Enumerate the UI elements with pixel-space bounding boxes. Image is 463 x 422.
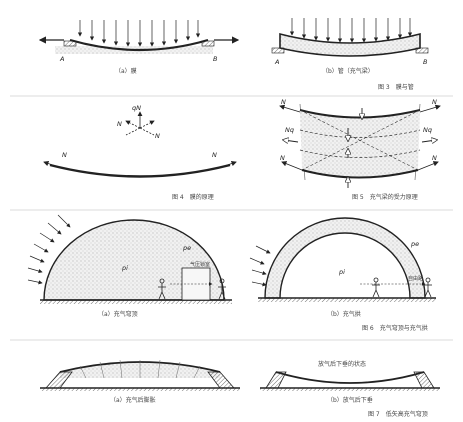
label-n-fig5-br: N xyxy=(432,154,437,162)
label-nq-right: Nq xyxy=(423,126,432,134)
caption-fig6-b: （b）充气拱 xyxy=(327,310,361,318)
fig3a-membrane-diagram xyxy=(38,20,240,54)
fig6a-air-dome xyxy=(27,214,232,304)
caption-fig7-title: 图 7 低矢高充气穹顶 xyxy=(368,410,428,418)
fig4-membrane-principle xyxy=(43,111,237,178)
fig7b-deflated-dome xyxy=(260,371,440,391)
label-qn: qN xyxy=(132,104,141,112)
label-a-tube: A xyxy=(274,58,279,66)
label-a-left: A xyxy=(59,55,64,63)
label-n-fig5-tl: N xyxy=(281,98,286,106)
fig7a-inflated-dome xyxy=(40,359,240,391)
label-b-tube: B xyxy=(423,58,428,66)
label-n-fig4-left-small: N xyxy=(117,120,122,128)
label-pe-dome: pe xyxy=(182,244,191,252)
label-freeway: 自由路 xyxy=(408,275,423,282)
label-nq-left: Nq xyxy=(285,126,294,134)
caption-fig6-a: （a）充气穹顶 xyxy=(98,310,138,318)
person-icon xyxy=(218,278,226,300)
label-pe-arch: pe xyxy=(410,240,419,248)
label-n-fig4-left: N xyxy=(62,151,67,159)
caption-fig3-b: （b）管（充气梁） xyxy=(322,67,374,75)
caption-fig7-a: （a）充气后膨胀 xyxy=(110,396,156,404)
label-n-fig4-right-small: N xyxy=(155,132,160,140)
label-pi-dome: pi xyxy=(121,264,128,272)
caption-fig4-title: 图 4 膜的原理 xyxy=(172,193,214,201)
caption-fig5-title: 图 5 充气梁的受力原理 xyxy=(352,193,418,201)
fig3b-tube-diagram xyxy=(271,18,429,57)
caption-fig6-title: 图 6 充气穹顶与充气拱 xyxy=(362,324,428,332)
label-airlock: 气压锁室 xyxy=(190,261,210,268)
fig6b-air-arch xyxy=(249,217,436,302)
person-icon xyxy=(424,277,432,298)
fig5-beam-force-diagram xyxy=(279,103,441,188)
person-icon xyxy=(372,277,380,298)
label-sag-state: 放气后下垂的状态 xyxy=(318,360,366,368)
label-n-fig5-tr: N xyxy=(432,98,437,106)
label-n-fig4-right: N xyxy=(212,151,217,159)
caption-fig3-title: 图 3 膜与管 xyxy=(378,83,414,91)
caption-fig7-b: （b）放气后下垂 xyxy=(327,396,373,404)
person-icon xyxy=(158,278,166,300)
caption-fig3-a: （a）膜 xyxy=(115,67,137,75)
label-b-right: B xyxy=(213,55,218,63)
label-n-fig5-bl: N xyxy=(280,154,285,162)
label-pi-arch: pi xyxy=(338,268,345,276)
